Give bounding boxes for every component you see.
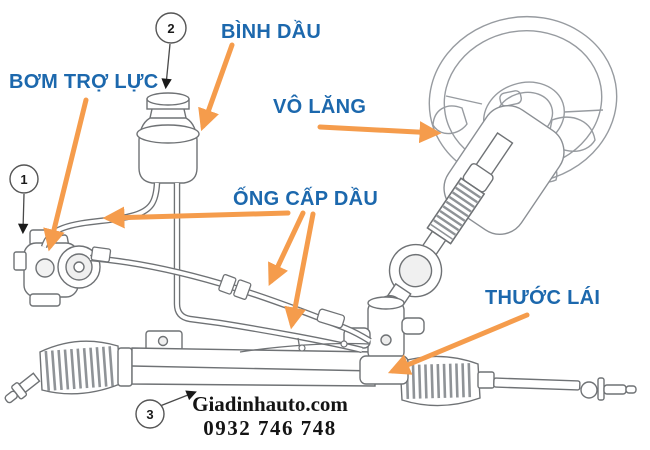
watermark-website: Giadinhauto.com [192, 392, 348, 416]
annotation-arrows [43, 42, 530, 375]
label-oil-reservoir: BÌNH DẦU [221, 21, 322, 43]
label-power-steering-pump: BƠM TRỢ LỰC [9, 71, 159, 93]
oil-reservoir-drawing [136, 92, 200, 184]
watermark-phone: 0932 746 748 [203, 416, 337, 441]
oil-pipe-arrow-low [284, 211, 316, 330]
label-oil-supply-pipes: ỐNG CẤP DẦU [233, 188, 379, 210]
steering-rack-drawing [4, 330, 637, 407]
power-steering-pump-drawing [13, 229, 101, 307]
callout-3-number: 3 [146, 407, 153, 422]
pump-arrow [43, 97, 89, 252]
callout-2-circle [155, 12, 187, 44]
steering-wheel-arrow [317, 121, 442, 144]
watermark: Giadinhauto.com 0932 746 748 [172, 392, 368, 440]
steering-rack-arrow [387, 312, 530, 375]
callout-leaders [17, 43, 197, 407]
callout-1-circle [9, 164, 39, 194]
callout-3-circle [135, 399, 165, 429]
label-steering-rack: THƯỚC LÁI [485, 287, 601, 309]
oil-pipe-arrow-mid [268, 210, 306, 286]
callout-2-number: 2 [167, 21, 174, 36]
callout-circles [9, 12, 187, 429]
oil-pipe-arrow-left [102, 206, 291, 229]
label-steering-wheel: VÔ LĂNG [273, 96, 367, 118]
oil-pipes-drawing [40, 182, 372, 354]
callout-1-number: 1 [20, 172, 27, 187]
reservoir-arrow [198, 42, 235, 132]
